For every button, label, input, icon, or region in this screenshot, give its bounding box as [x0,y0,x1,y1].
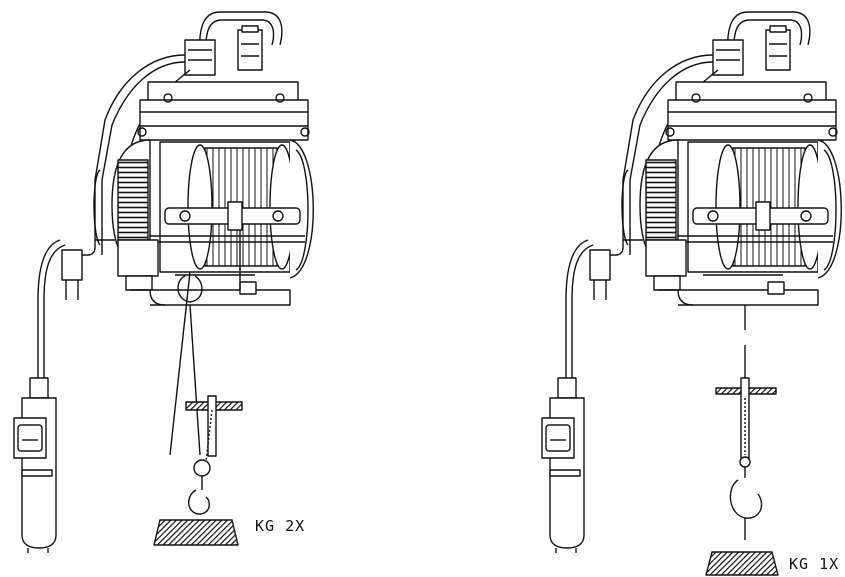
left-load-caption: KG 2X [255,517,306,535]
right-load-caption: KG 1X [789,555,840,573]
hoist-single-fall [541,11,842,576]
hoist-double-fall [13,11,314,554]
